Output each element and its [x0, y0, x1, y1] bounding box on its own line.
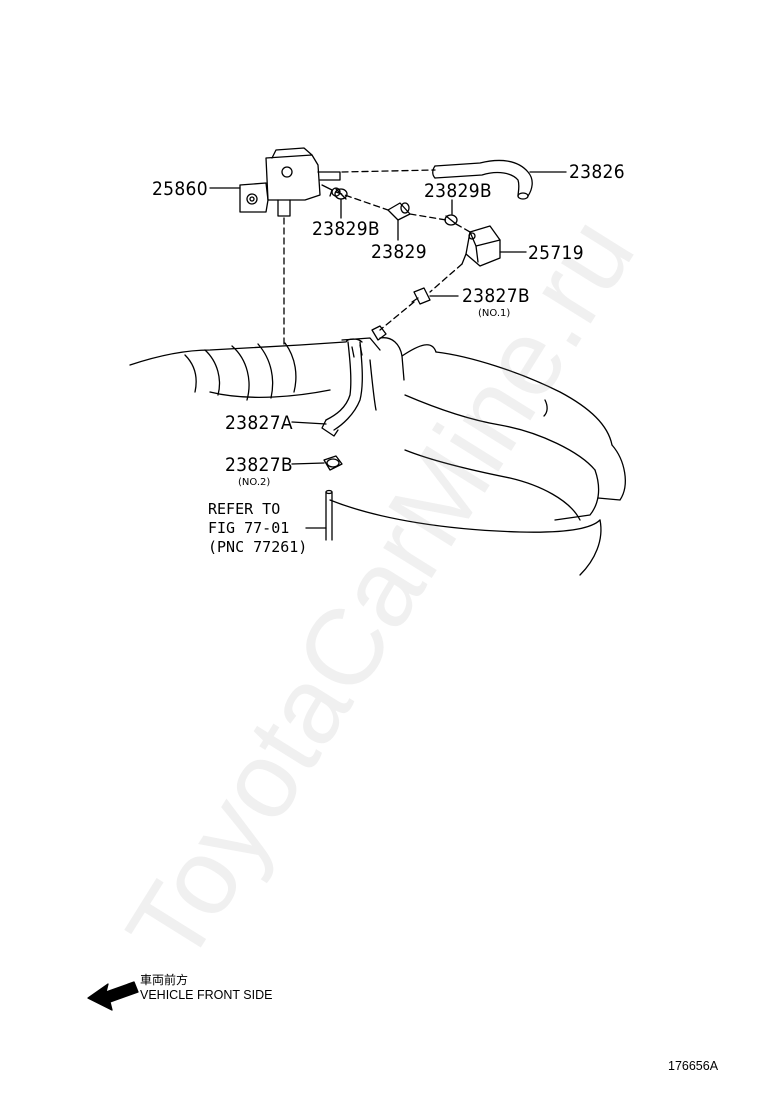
hose-23826 — [432, 159, 533, 200]
clamp-23829B-right — [444, 214, 458, 226]
clamp-23827B-no2 — [323, 455, 343, 471]
part-label-23827B-no2[interactable]: 23827B — [225, 454, 293, 476]
figure-id: 176656A — [668, 1059, 719, 1073]
part-label-23826[interactable]: 23826 — [569, 161, 625, 183]
vacuum-switching-valve — [239, 147, 341, 217]
part-sublabel-no1: (NO.1) — [478, 308, 511, 319]
part-label-23827B-no1[interactable]: 23827B — [462, 285, 530, 307]
front-arrow-icon — [87, 981, 139, 1011]
hose-23829 — [387, 202, 411, 221]
part-label-25719[interactable]: 25719 — [528, 242, 584, 264]
intake-manifold — [129, 337, 626, 576]
refer-note[interactable]: REFER TO FIG 77-01 (PNC 77261) — [208, 500, 308, 556]
reference-pipe — [325, 489, 333, 541]
filter-25719 — [461, 225, 501, 267]
front-label-english: VEHICLE FRONT SIDE — [140, 988, 273, 1002]
routing-lines — [283, 169, 471, 346]
clamp-23827B-no1 — [411, 287, 431, 305]
part-sublabel-no2: (NO.2) — [238, 477, 271, 488]
part-label-25860[interactable]: 25860 — [152, 178, 208, 200]
part-label-23827A[interactable]: 23827A — [225, 412, 293, 434]
part-label-23829[interactable]: 23829 — [371, 241, 427, 263]
leader-lines — [209, 171, 567, 529]
front-label-japanese: 車両前方 — [140, 973, 189, 987]
part-label-23829B-left[interactable]: 23829B — [312, 218, 380, 240]
part-label-23829B-right[interactable]: 23829B — [424, 180, 492, 202]
hose-23827A — [321, 325, 387, 437]
